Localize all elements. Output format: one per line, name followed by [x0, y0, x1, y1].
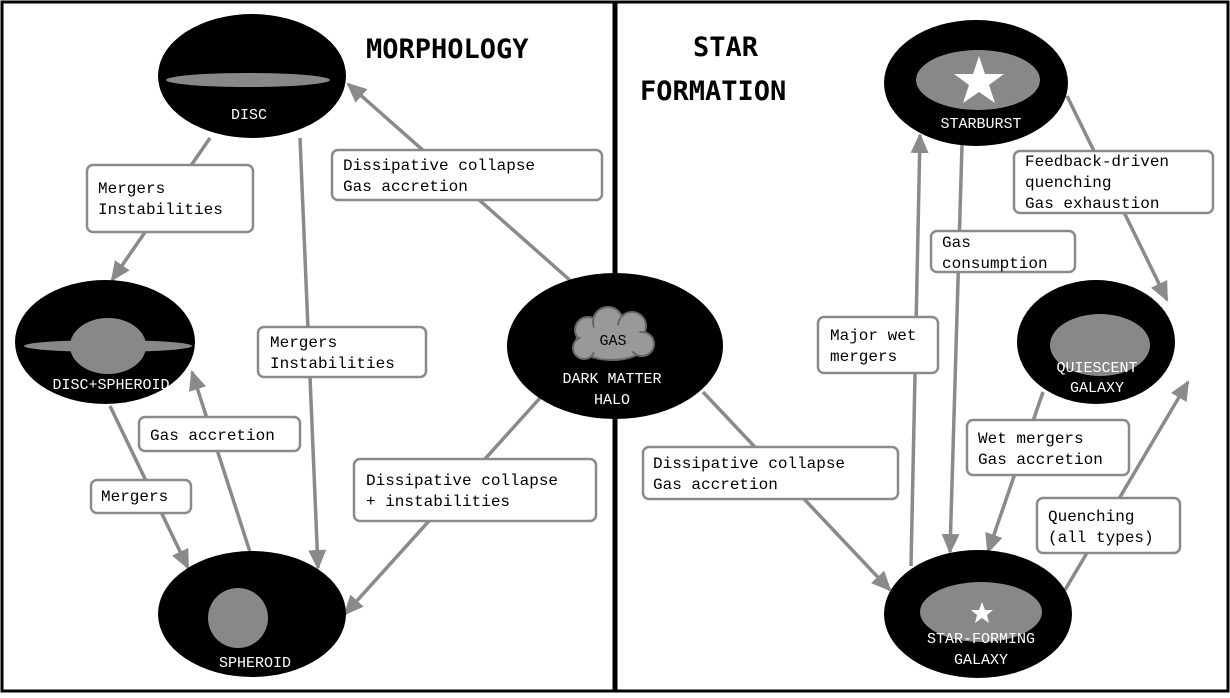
disc-shape	[166, 73, 330, 87]
label-box-wet-mergers-gas-accretion: Wet mergers Gas accretion	[965, 418, 1131, 477]
node-label-halo-line-2: HALO	[594, 392, 630, 409]
label-box-feedback-quenching: Feedback-driven quenching Gas exhaustion	[1012, 149, 1215, 215]
label-box-dissipative-collapse-gas-accretion-top: Dissipative collapse Gas accretion	[330, 148, 604, 202]
gas-cloud-icon	[572, 306, 655, 361]
label-box-major-wet-mergers: Major wet mergers	[816, 315, 940, 375]
star-icon	[954, 56, 1004, 103]
svg-text:mergers: mergers	[830, 348, 897, 366]
svg-text:Quenching: Quenching	[1048, 508, 1134, 526]
svg-text:Mergers: Mergers	[270, 334, 337, 352]
svg-text:+ instabilities: + instabilities	[366, 493, 510, 511]
node-dark-matter-halo: GAS DARK MATTER HALO	[507, 273, 723, 419]
node-disc-spheroid: DISC+SPHEROID	[15, 280, 195, 404]
svg-text:Dissipative collapse: Dissipative collapse	[366, 472, 558, 490]
label-box-mergers: Mergers	[89, 478, 193, 515]
node-quiescent: QUIESCENT GALAXY	[1017, 280, 1175, 404]
svg-text:Gas accretion: Gas accretion	[343, 178, 468, 196]
node-label-quiescent-line-1: QUIESCENT	[1056, 360, 1137, 377]
node-spheroid: SPHEROID	[158, 551, 346, 677]
quiescent-galaxy-shape	[1050, 314, 1150, 376]
svg-text:Instabilities: Instabilities	[98, 201, 223, 219]
edge-spheroid-to-disc-spheroid	[188, 370, 252, 553]
svg-text:Major wet: Major wet	[830, 327, 916, 345]
svg-text:Dissipative collapse: Dissipative collapse	[653, 455, 845, 473]
svg-text:Instabilities: Instabilities	[270, 355, 395, 373]
node-label-disc: DISC	[231, 107, 267, 124]
svg-text:(all types): (all types)	[1048, 529, 1154, 547]
label-box-mergers-instabilities-center: Mergers Instabilities	[256, 325, 428, 379]
label-box-dissipative-collapse-gas-accretion-right: Dissipative collapse Gas accretion	[641, 445, 900, 501]
node-starburst: STARBURST	[884, 20, 1068, 146]
svg-text:Gas accretion: Gas accretion	[978, 451, 1103, 469]
star-formation-title-line-1: STAR	[693, 32, 759, 63]
svg-text:Gas exhaustion: Gas exhaustion	[1025, 195, 1159, 213]
label-box-mergers-instabilities-left: Mergers Instabilities	[85, 163, 255, 234]
svg-text:Feedback-driven: Feedback-driven	[1025, 153, 1169, 171]
svg-text:Dissipative collapse: Dissipative collapse	[343, 157, 535, 175]
svg-text:Gas: Gas	[942, 234, 971, 252]
node-label-star-forming-line-1: STAR-FORMING	[927, 631, 1035, 648]
svg-text:Gas accretion: Gas accretion	[150, 427, 275, 445]
svg-text:Gas accretion: Gas accretion	[653, 476, 778, 494]
label-box-gas-consumption: Gas consumption	[929, 229, 1077, 274]
star-icon	[971, 602, 993, 623]
node-label-quiescent-line-2: GALAXY	[1070, 380, 1124, 397]
node-label-gas: GAS	[599, 333, 626, 350]
morphology-title: MORPHOLOGY	[366, 34, 529, 65]
node-label-starburst: STARBURST	[940, 116, 1021, 133]
label-box-dissipative-collapse-instabilities: Dissipative collapse + instabilities	[352, 457, 598, 523]
node-disc: DISC	[158, 14, 346, 138]
edge-starburst-to-star-forming	[941, 144, 964, 554]
node-label-halo-line-1: DARK MATTER	[562, 371, 661, 388]
node-label-disc-spheroid: DISC+SPHEROID	[52, 377, 169, 394]
edge-star-forming-to-quiescent	[1063, 380, 1190, 591]
svg-text:Mergers: Mergers	[101, 488, 168, 506]
star-formation-title-line-2: FORMATION	[640, 76, 786, 107]
node-star-forming: STAR-FORMING GALAXY	[884, 550, 1072, 678]
node-label-spheroid: SPHEROID	[219, 655, 291, 672]
bulge-shape	[70, 318, 146, 374]
label-box-gas-accretion-left: Gas accretion	[137, 415, 302, 453]
svg-text:consumption: consumption	[942, 255, 1048, 273]
label-box-quenching-all-types: Quenching (all types)	[1035, 496, 1182, 555]
spheroid-shape	[208, 588, 268, 648]
node-label-star-forming-line-2: GALAXY	[954, 652, 1008, 669]
svg-text:quenching: quenching	[1025, 174, 1111, 192]
svg-text:Wet mergers: Wet mergers	[978, 430, 1084, 448]
svg-text:Mergers: Mergers	[98, 180, 165, 198]
